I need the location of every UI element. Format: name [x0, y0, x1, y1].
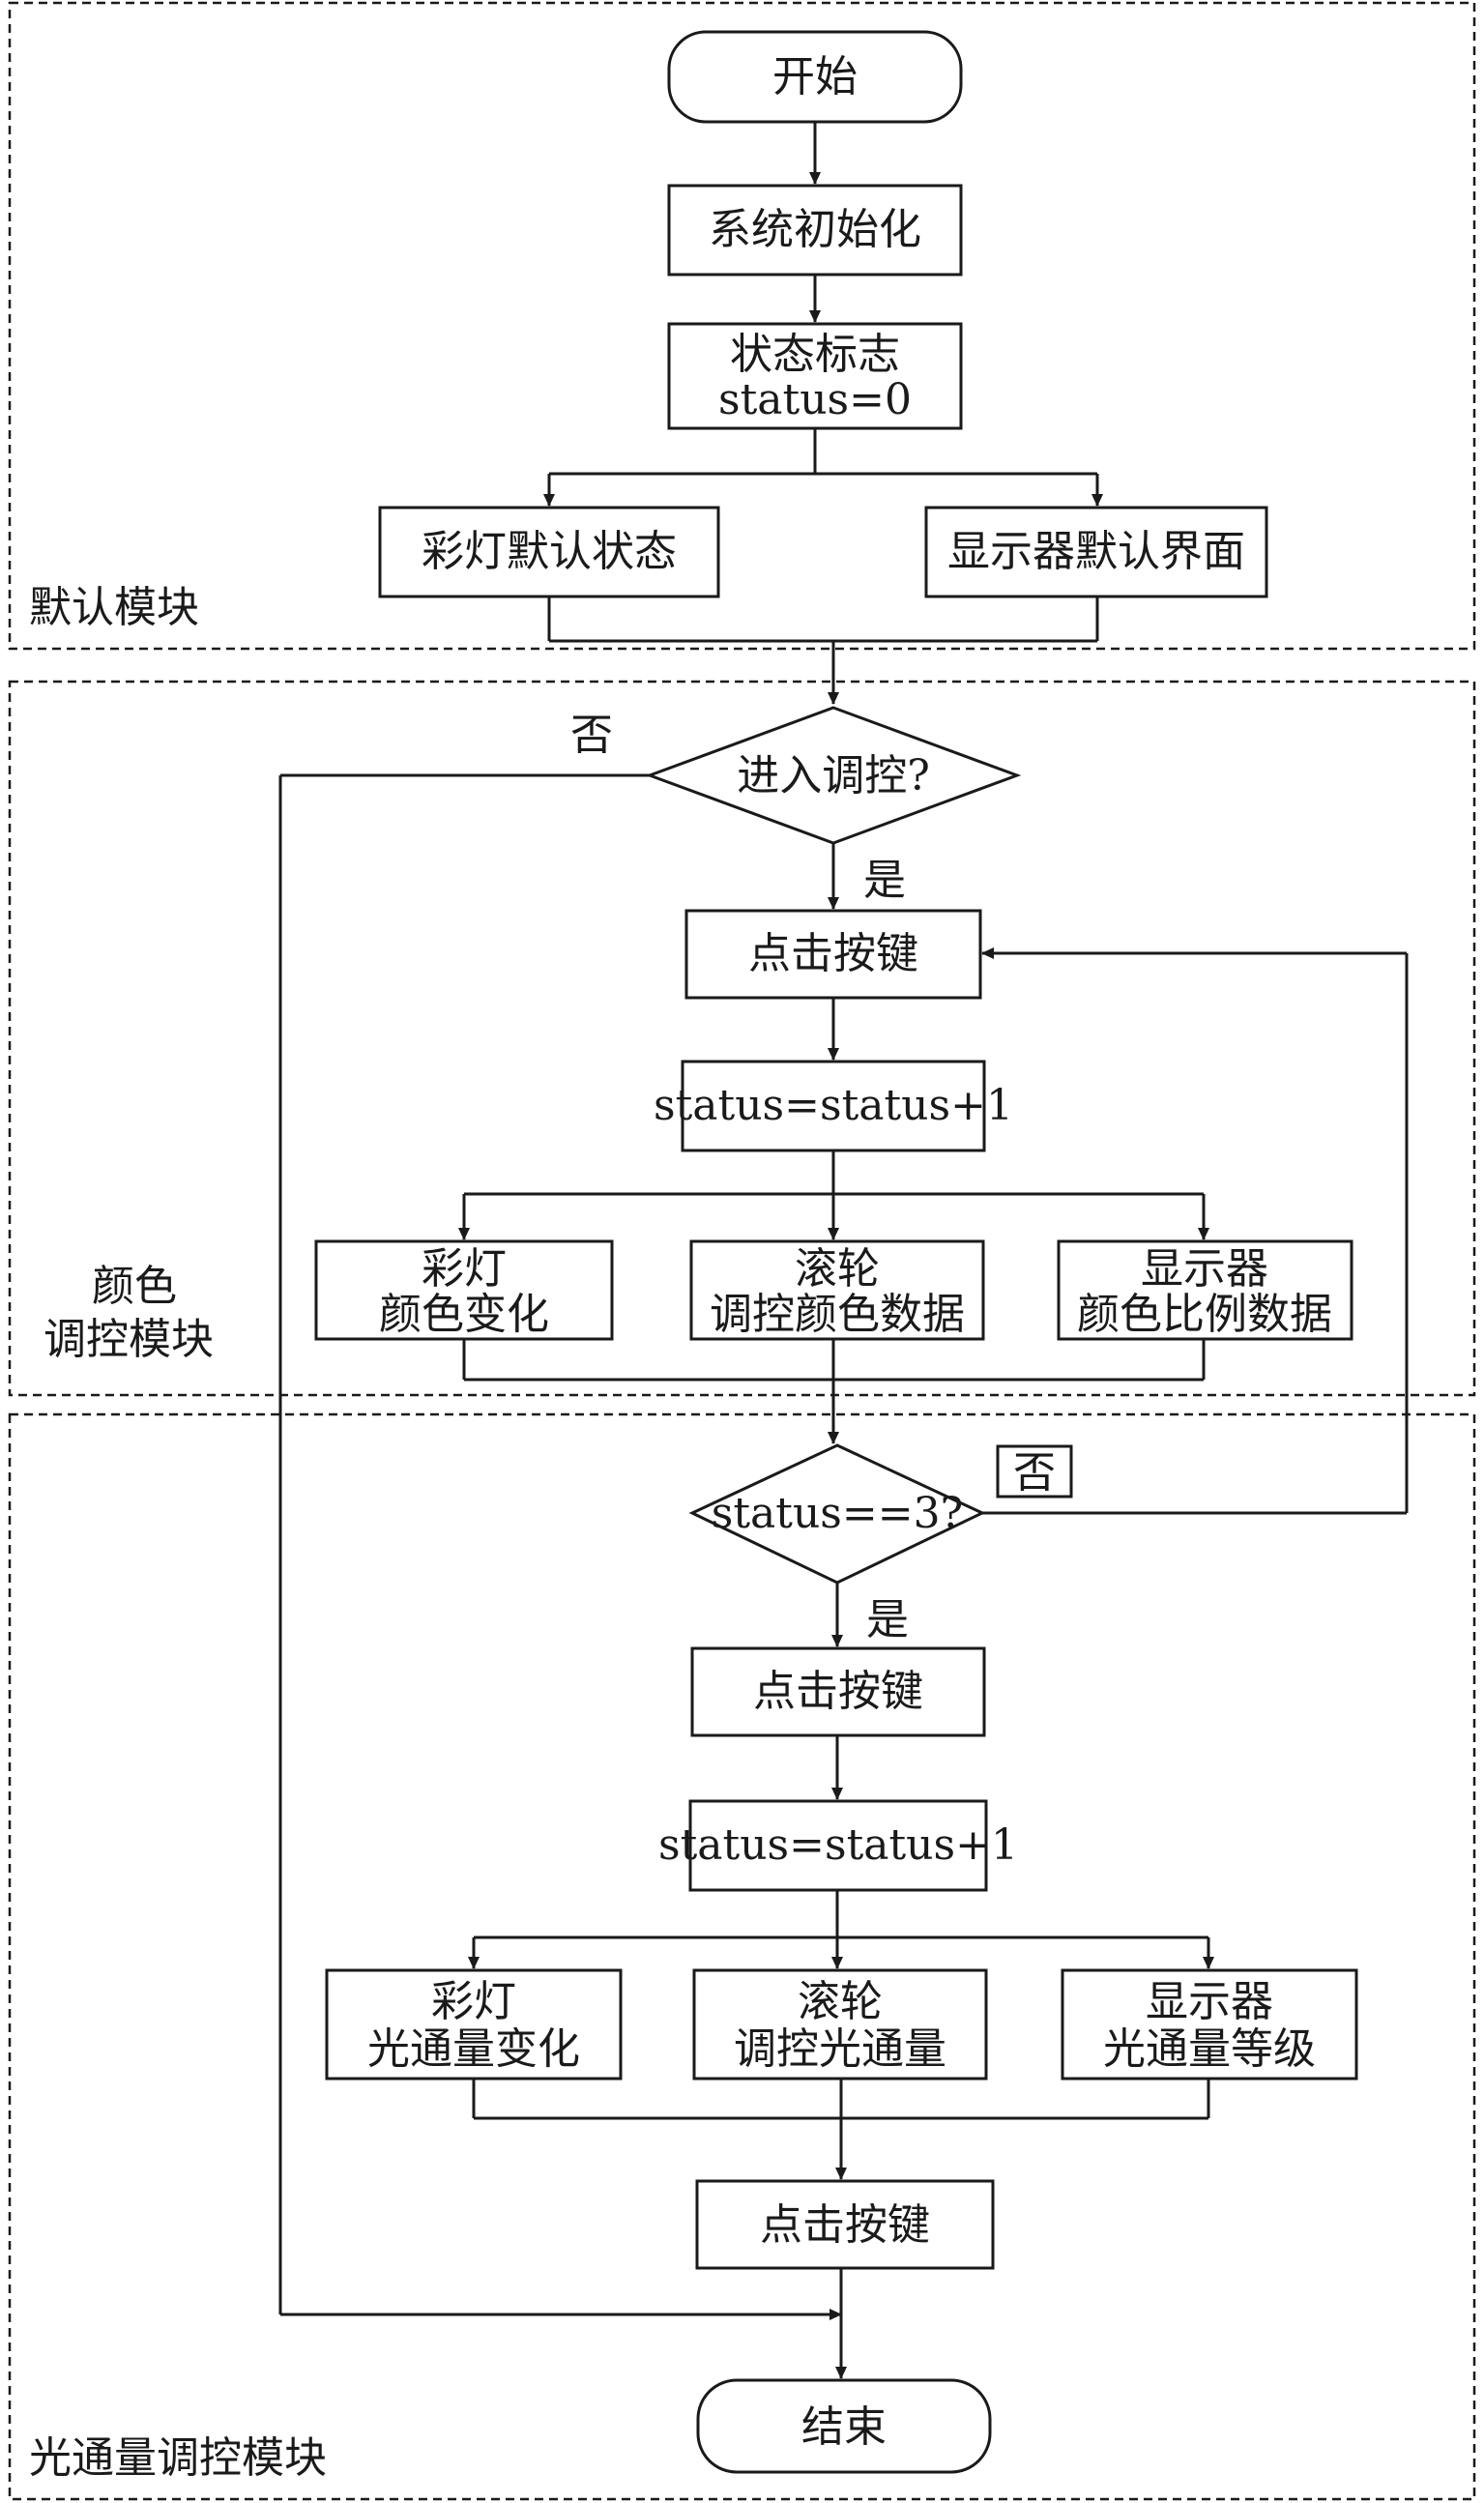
region-default	[8, 1, 1476, 651]
enter-decision-node: 进入调控?	[645, 706, 1022, 845]
status-increment-node-1: status=status+1	[654, 1060, 1013, 1152]
svg-text:滚轮: 滚轮	[798, 1977, 883, 2026]
end-node: 结束	[696, 2378, 992, 2474]
region-flux	[8, 1412, 1476, 2501]
display-flux-node: 显示器 光通量等级	[1061, 1968, 1358, 2081]
svg-text:点击按键: 点击按键	[748, 929, 918, 978]
svg-text:status=status+1: status=status+1	[654, 1081, 1013, 1130]
svg-text:开始: 开始	[772, 52, 858, 102]
svg-text:光通量等级: 光通量等级	[1103, 2024, 1316, 2074]
edge-label-yes-1: 是	[863, 856, 906, 905]
lamp-color-node: 彩灯 颜色变化	[314, 1239, 614, 1341]
svg-text:彩灯: 彩灯	[431, 1977, 516, 2026]
status-flag-node: 状态标志 status=0	[667, 322, 963, 430]
region-flux-label: 光通量调控模块	[29, 2433, 327, 2483]
svg-text:光通量变化: 光通量变化	[367, 2024, 580, 2074]
display-default-node: 显示器默认界面	[924, 506, 1268, 598]
lamp-default-node: 彩灯默认状态	[378, 506, 720, 598]
svg-text:点击按键: 点击按键	[760, 2200, 930, 2250]
svg-text:颜色变化: 颜色变化	[379, 1290, 549, 1339]
svg-text:彩灯: 彩灯	[422, 1244, 507, 1294]
edge-label-yes-2: 是	[866, 1595, 909, 1644]
edge-label-no-2: 否	[996, 1444, 1073, 1499]
svg-text:结束: 结束	[801, 2402, 887, 2452]
svg-text:点击按键: 点击按键	[753, 1667, 923, 1716]
svg-text:调控颜色数据: 调控颜色数据	[710, 1290, 965, 1339]
edge-label-no-1: 否	[570, 711, 613, 760]
svg-text:显示器: 显示器	[1146, 1977, 1273, 2026]
wheel-color-node: 滚轮 调控颜色数据	[689, 1239, 985, 1341]
svg-text:显示器默认界面: 显示器默认界面	[947, 527, 1245, 576]
region-color	[8, 680, 1476, 1397]
lamp-flux-node: 彩灯 光通量变化	[325, 1968, 623, 2081]
start-node: 开始	[667, 30, 963, 124]
click-key-node-1: 点击按键	[684, 909, 982, 1000]
svg-text:滚轮: 滚轮	[795, 1244, 880, 1294]
svg-text:调控光通量: 调控光通量	[734, 2024, 946, 2074]
display-color-node: 显示器 颜色比例数据	[1057, 1239, 1353, 1341]
region-default-label: 默认模块	[29, 583, 199, 632]
init-node: 系统初始化	[667, 184, 963, 276]
svg-text:status=0: status=0	[718, 375, 912, 424]
region-color-label-2: 调控模块	[44, 1315, 214, 1364]
svg-text:状态标志: 状态标志	[730, 330, 900, 379]
svg-text:系统初始化: 系统初始化	[709, 205, 921, 254]
svg-text:颜色比例数据: 颜色比例数据	[1077, 1290, 1332, 1339]
click-key-node-3: 点击按键	[695, 2179, 995, 2270]
svg-text:进入调控?: 进入调控?	[737, 751, 930, 800]
click-key-node-2: 点击按键	[690, 1646, 986, 1737]
svg-text:否: 否	[1013, 1448, 1056, 1498]
wheel-flux-node: 滚轮 调控光通量	[692, 1968, 988, 2081]
status-decision-node: status==3?	[688, 1443, 986, 1585]
svg-text:status=status+1: status=status+1	[658, 1820, 1018, 1870]
status-increment-node-2: status=status+1	[658, 1799, 1018, 1892]
svg-text:彩灯默认状态: 彩灯默认状态	[422, 527, 677, 576]
region-color-label-1: 颜色	[92, 1262, 177, 1311]
svg-text:显示器: 显示器	[1141, 1244, 1268, 1294]
svg-text:status==3?: status==3?	[712, 1489, 963, 1538]
